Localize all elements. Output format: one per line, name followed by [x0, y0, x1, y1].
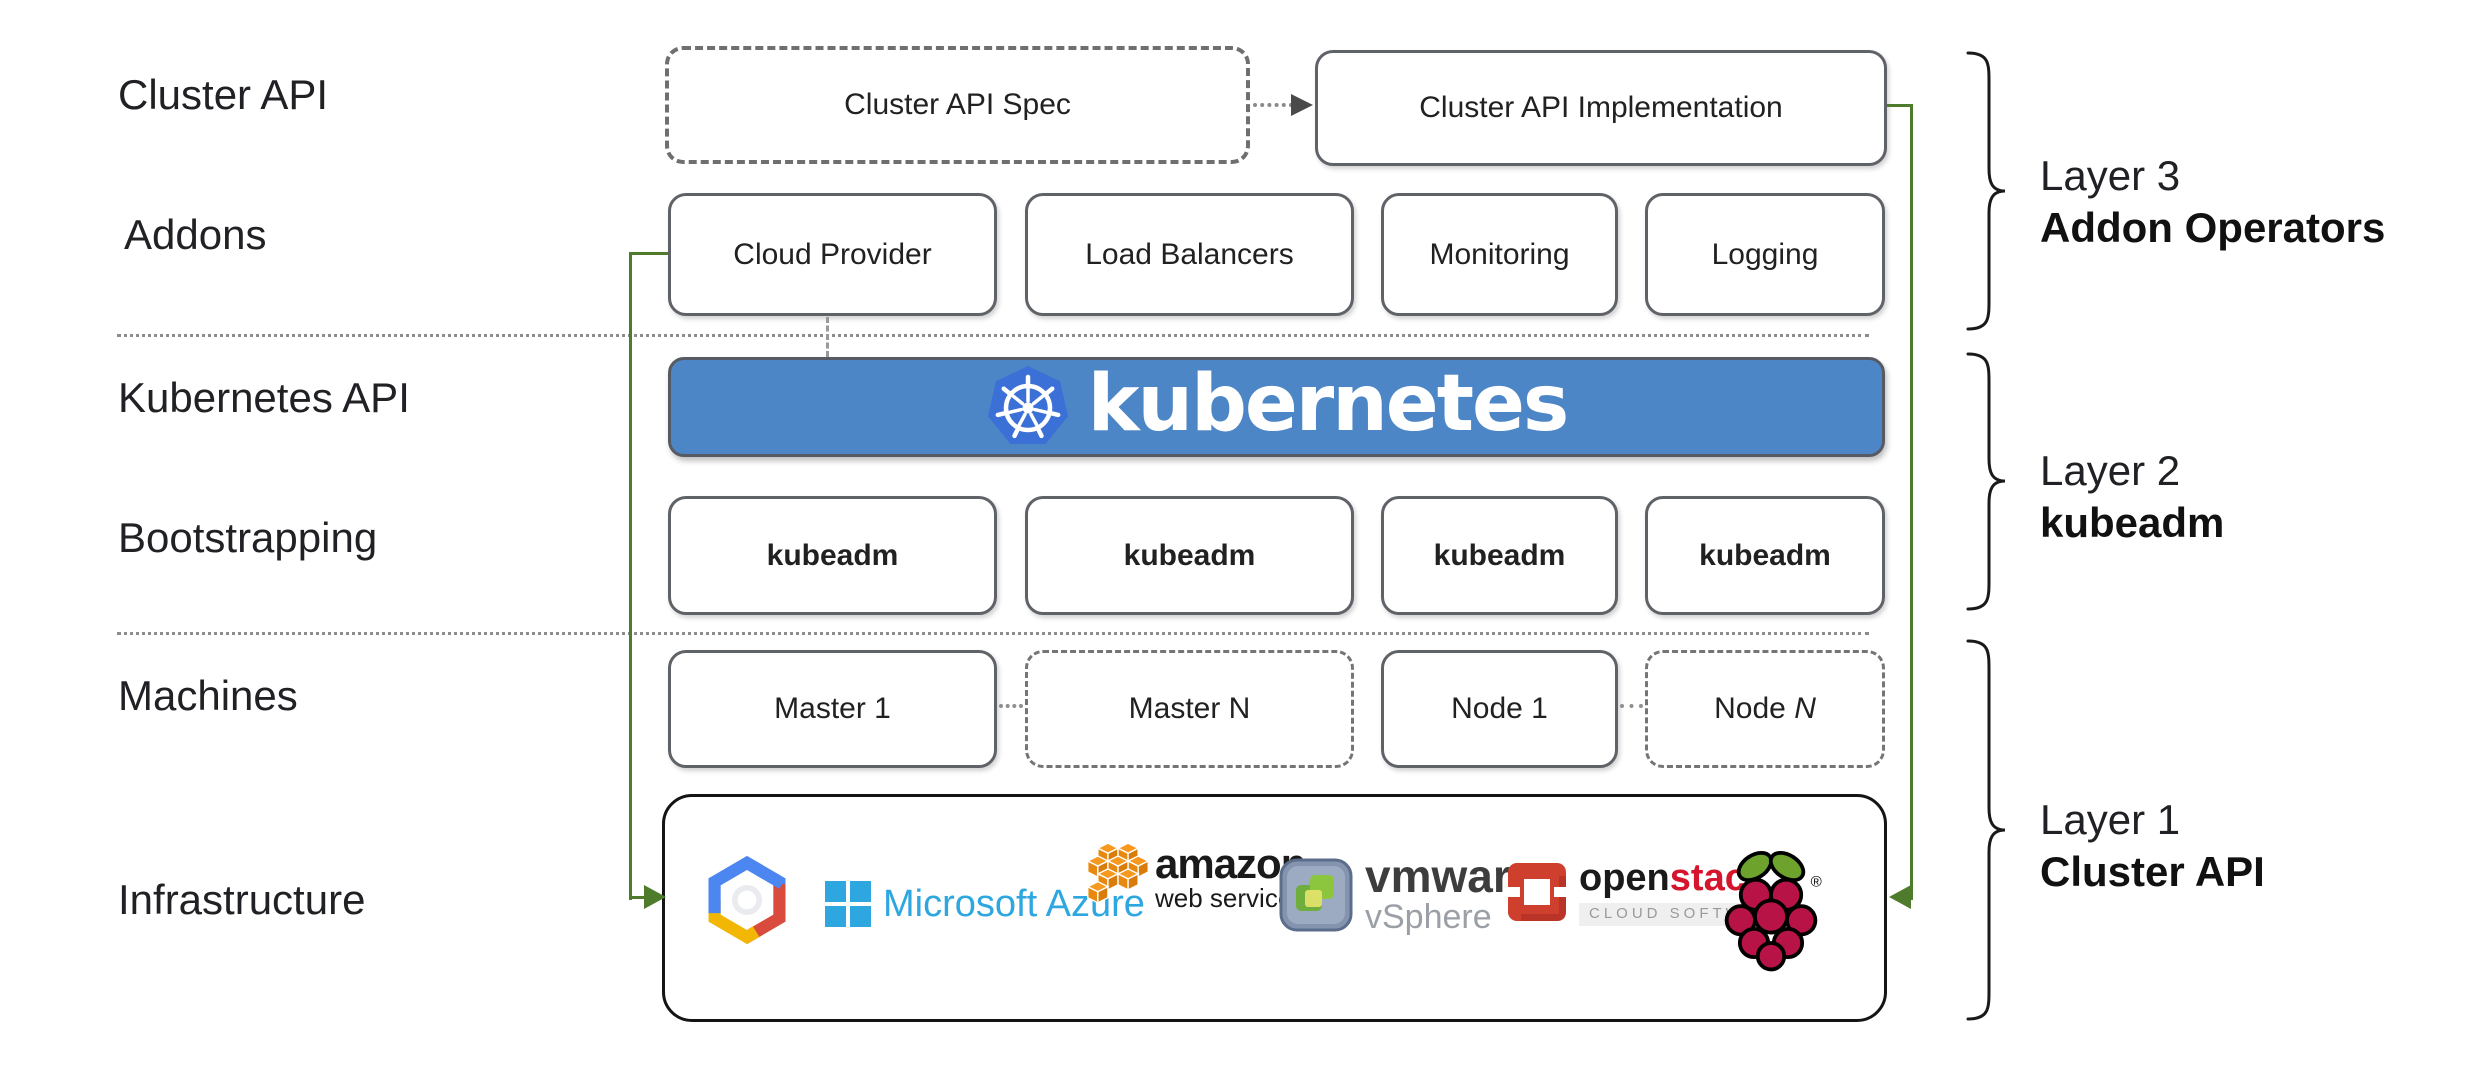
green-line-left-bottom	[629, 896, 647, 899]
layer-3-name: Layer 3	[2040, 152, 2181, 199]
cloud-provider-to-kubernetes-connector	[826, 317, 829, 357]
row-label-infrastructure: Infrastructure	[118, 876, 366, 923]
aws-cubes-icon	[1086, 842, 1150, 904]
row-label-cluster-api: Cluster API	[118, 71, 329, 118]
node1-to-noden-connector	[1620, 704, 1643, 708]
cluster-api-spec-label: Cluster API Spec	[844, 88, 1071, 121]
addon-box-logging: Logging	[1645, 193, 1885, 316]
green-line-right-vertical	[1910, 104, 1913, 900]
kubeadm-box-2: kubeadm	[1025, 496, 1354, 615]
kubeadm-label: kubeadm	[1699, 538, 1831, 572]
addon-box-monitoring: Monitoring	[1381, 193, 1618, 316]
layer-1-name: Layer 1	[2040, 796, 2181, 843]
kubeadm-box-3: kubeadm	[1381, 496, 1618, 615]
openstack-icon	[1507, 863, 1567, 922]
infrastructure-box: Microsoft Azure amazon web services	[662, 794, 1887, 1022]
cluster-api-implementation-box: Cluster API Implementation	[1315, 50, 1887, 166]
layer-2-name: Layer 2	[2040, 447, 2181, 494]
vmware-icon	[1279, 858, 1353, 932]
kubeadm-label: kubeadm	[1123, 538, 1256, 572]
google-cloud-logo	[699, 853, 795, 947]
load-balancers-label: Load Balancers	[1085, 237, 1294, 271]
kubeadm-label: kubeadm	[766, 538, 899, 572]
svg-text:®: ®	[1811, 873, 1822, 890]
kubernetes-logo-icon	[987, 366, 1068, 444]
addon-box-cloud-provider: Cloud Provider	[668, 193, 997, 316]
row-label-machines: Machines	[118, 672, 298, 719]
separator-layer2-layer1	[117, 632, 1869, 635]
machine-box-master-n: Master N	[1025, 650, 1354, 768]
cluster-api-implementation-label: Cluster API Implementation	[1419, 91, 1783, 124]
machine-box-master-1: Master 1	[668, 650, 997, 768]
master1-to-mastern-connector	[999, 704, 1023, 708]
master-n-label: Master N	[1128, 692, 1251, 725]
green-arrowhead-into-infrastructure-right-icon	[1889, 885, 1911, 909]
spec-to-implementation-arrowhead-icon	[1291, 94, 1313, 116]
microsoft-azure-icon	[825, 881, 871, 927]
kubernetes-wordmark: kubernetes	[1087, 359, 1570, 449]
node-n-label: Node N	[1714, 692, 1816, 725]
monitoring-label: Monitoring	[1429, 237, 1570, 271]
green-line-left-vertical	[629, 252, 632, 900]
kubeadm-box-1: kubeadm	[668, 496, 997, 615]
spec-to-implementation-connector	[1253, 103, 1293, 107]
raspberry-pi-logo: ®	[1720, 839, 1822, 979]
raspberry-pi-icon: ®	[1724, 850, 1822, 972]
separator-layer3-layer2	[117, 334, 1869, 337]
machine-box-node-1: Node 1	[1381, 650, 1618, 768]
logging-label: Logging	[1711, 237, 1819, 271]
cluster-api-spec-box: Cluster API Spec	[665, 46, 1250, 164]
layer-2-brace-icon	[1966, 352, 2006, 611]
green-line-implementation-out	[1887, 104, 1910, 107]
green-arrowhead-into-infrastructure-left-icon	[644, 885, 666, 909]
kubernetes-banner: kubernetes	[668, 357, 1885, 457]
google-cloud-icon	[708, 855, 786, 945]
row-label-kubernetes-api: Kubernetes API	[118, 374, 410, 421]
machine-box-node-n: Node N	[1645, 650, 1885, 768]
row-label-bootstrapping: Bootstrapping	[118, 514, 378, 561]
layer-1-brace-icon	[1966, 639, 2006, 1021]
node-1-label: Node 1	[1451, 692, 1548, 725]
layer-3-subtitle: Addon Operators	[2040, 204, 2386, 251]
cloud-provider-label: Cloud Provider	[733, 237, 932, 271]
layer-3-brace-icon	[1966, 51, 2006, 331]
kubeadm-label: kubeadm	[1433, 538, 1566, 572]
addon-box-load-balancers: Load Balancers	[1025, 193, 1354, 316]
amazon-web-services-logo: amazon web services	[1085, 841, 1306, 915]
row-label-addons: Addons	[124, 211, 267, 258]
master-1-label: Master 1	[774, 692, 891, 725]
vsphere-label: vSphere	[1365, 898, 1492, 936]
layer-2-subtitle: kubeadm	[2040, 499, 2225, 546]
kubeadm-box-4: kubeadm	[1645, 496, 1885, 615]
layer-1-subtitle: Cluster API	[2040, 848, 2265, 895]
green-line-implementation-to-cloud-provider	[629, 252, 668, 255]
